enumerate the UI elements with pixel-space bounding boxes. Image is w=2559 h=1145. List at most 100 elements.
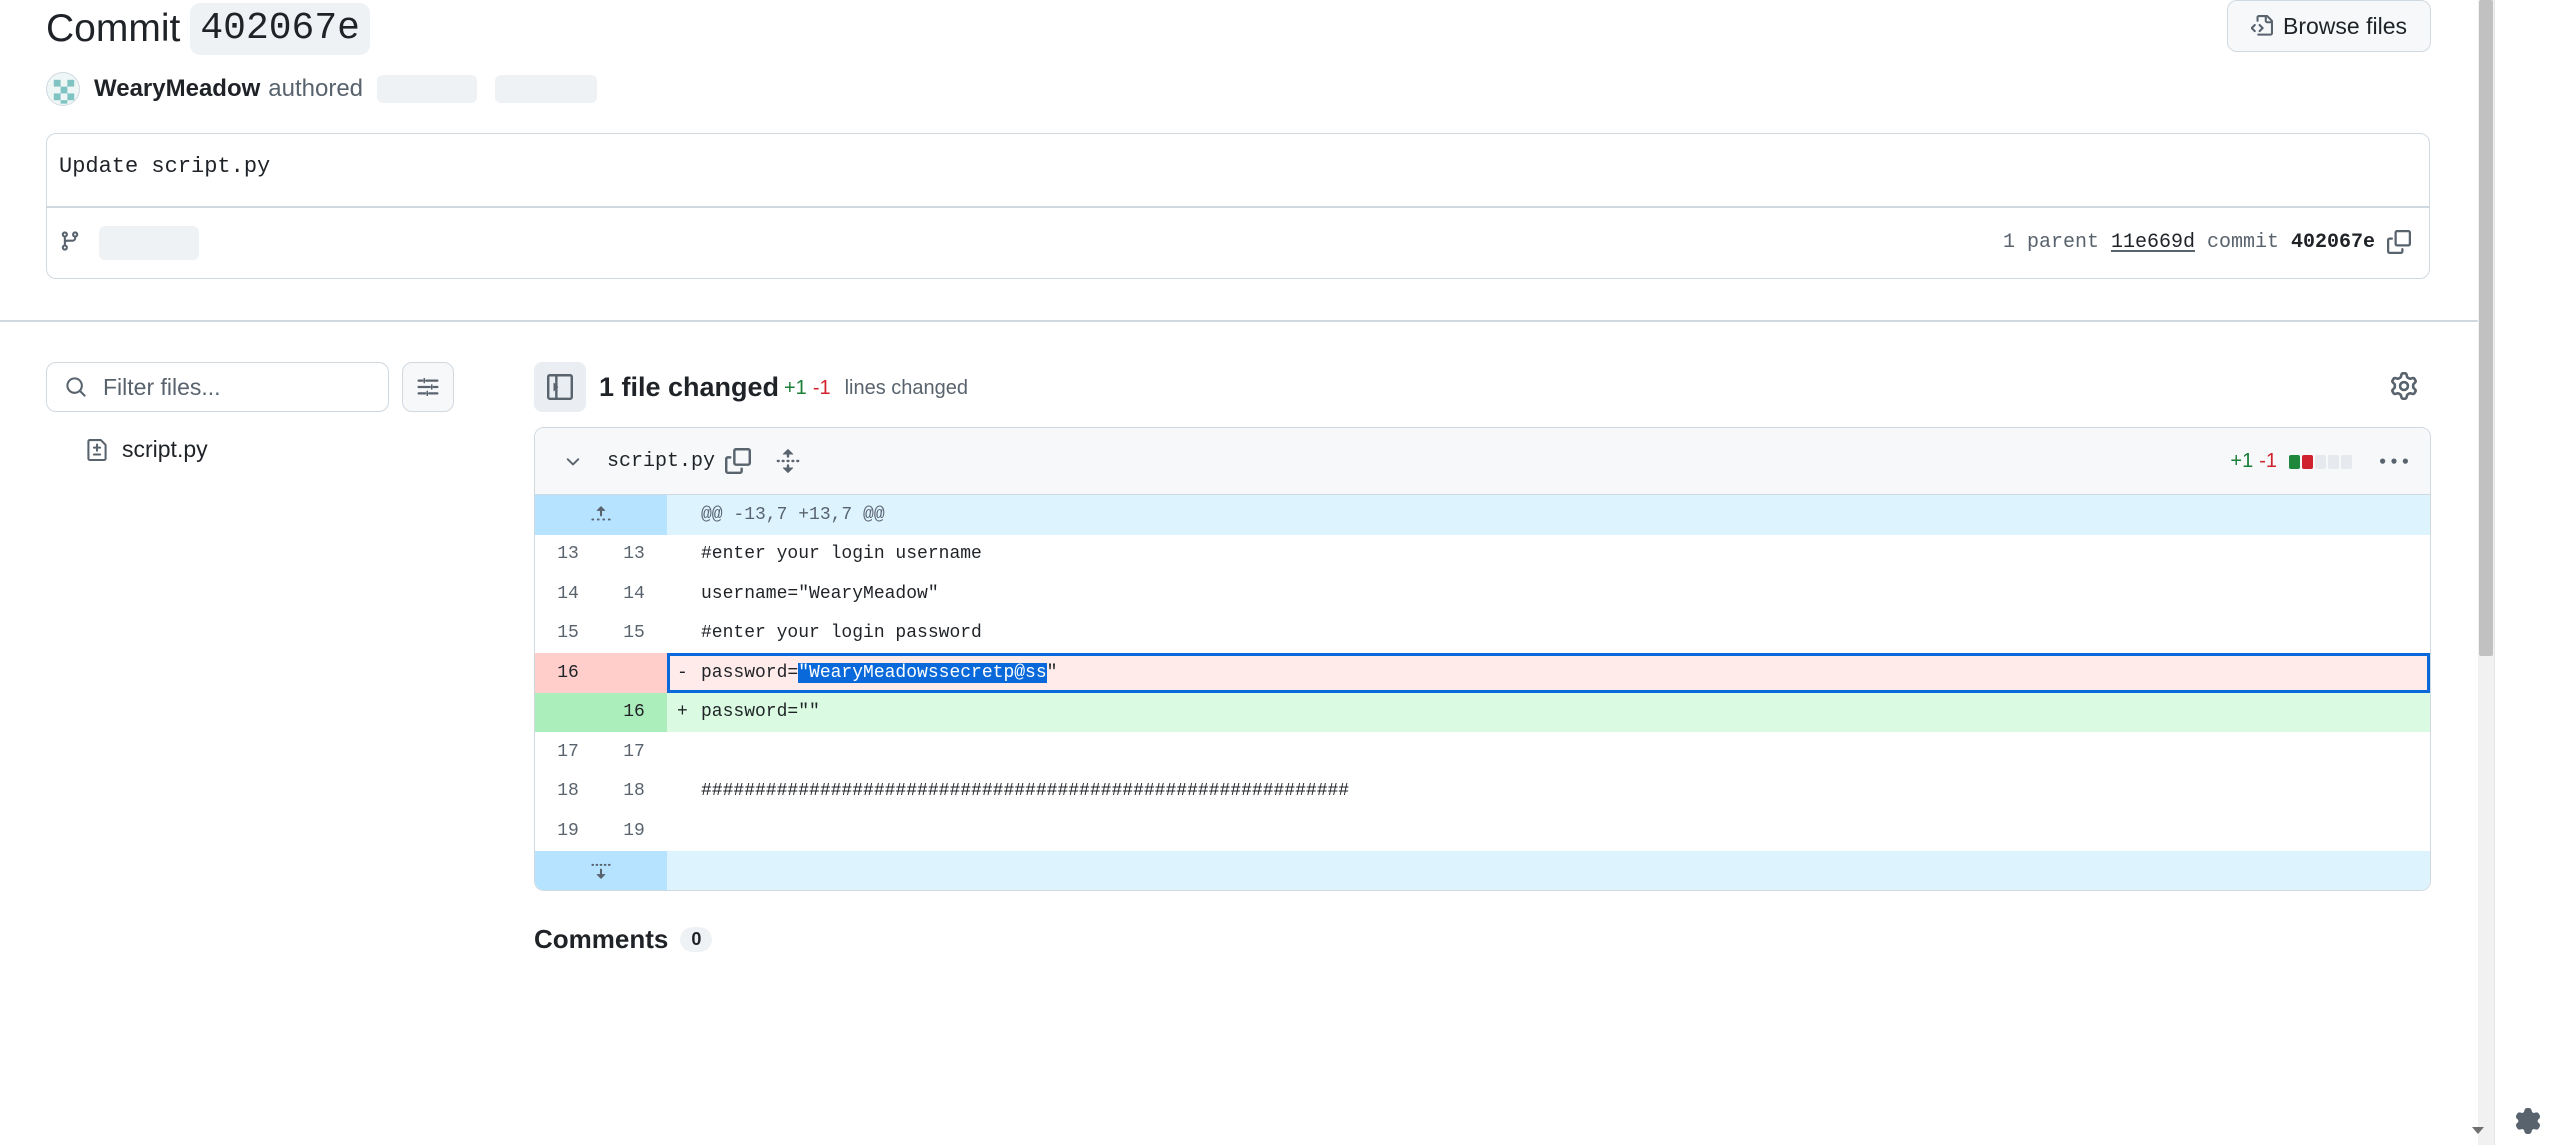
- chevron-down-icon[interactable]: [563, 452, 583, 472]
- new-line-number[interactable]: 19: [623, 820, 645, 841]
- filter-files-box[interactable]: [46, 362, 389, 412]
- diff-line-context: 19 19: [535, 811, 2430, 851]
- right-panel-edge: [2494, 0, 2559, 1145]
- new-line-number[interactable]: 16: [601, 692, 667, 732]
- expand-down-icon: [591, 864, 611, 880]
- author-row: WearyMeadow authored: [46, 72, 598, 106]
- scrollbar-thumb[interactable]: [2479, 0, 2493, 656]
- browse-files-label: Browse files: [2283, 12, 2407, 39]
- old-line-number[interactable]: 16: [535, 653, 601, 693]
- kebab-horizontal-icon[interactable]: [2380, 448, 2408, 476]
- expand-up-icon: [591, 505, 611, 521]
- authored-label: authored: [268, 75, 364, 102]
- diff-line-deletion: 16 -password="WearyMeadowssecretp@ss": [535, 653, 2430, 693]
- hunk-expander-row: [535, 850, 2430, 890]
- file-additions: +1: [2230, 450, 2254, 472]
- old-line-number[interactable]: 15: [557, 623, 579, 644]
- diff-line-context: 18 18 ##################################…: [535, 772, 2430, 812]
- old-line-number[interactable]: [535, 692, 601, 732]
- selected-text: "WearyMeadowssecretp@ss: [798, 662, 1047, 683]
- new-line-number[interactable]: [601, 653, 667, 693]
- diff-line-addition: 16 + password="": [535, 692, 2430, 732]
- old-line-number[interactable]: 18: [557, 781, 579, 802]
- scroll-down-arrow-icon[interactable]: [2470, 1122, 2486, 1138]
- commit-title-prefix: Commit: [46, 7, 181, 50]
- file-code-icon: [2251, 15, 2273, 36]
- file-deletions: -1: [2259, 450, 2277, 472]
- gear-icon[interactable]: [2515, 1108, 2541, 1134]
- diffstat-bar: [2289, 454, 2352, 469]
- parent-sha-link[interactable]: 11e669d: [2110, 230, 2195, 254]
- line-code-before: password=: [701, 662, 799, 683]
- diff-line-context: 14 14 username="WearyMeadow": [535, 574, 2430, 614]
- unfold-icon[interactable]: [775, 448, 801, 474]
- copy-icon[interactable]: [725, 448, 751, 474]
- old-line-number[interactable]: 14: [557, 583, 579, 604]
- line-code: password="": [701, 702, 820, 723]
- git-branch-icon: [61, 231, 79, 251]
- date-skeleton: [377, 75, 478, 103]
- diff-file-container: script.py +1 -1 @@ -13,7 +13,7 @@ 13 13 …: [534, 427, 2431, 891]
- line-code: ########################################…: [701, 781, 1350, 802]
- comments-count-badge: 0: [680, 927, 713, 952]
- old-line-number[interactable]: 19: [557, 820, 579, 841]
- additions-count: +1: [784, 377, 807, 399]
- commit-sha-badge: 402067e: [190, 3, 370, 55]
- sliders-icon: [417, 378, 439, 396]
- diff-file-name[interactable]: script.py: [607, 450, 716, 473]
- old-line-number[interactable]: 17: [557, 741, 579, 762]
- selected-line-code[interactable]: -password="WearyMeadowssecretp@ss": [667, 653, 2430, 693]
- new-line-number[interactable]: 18: [623, 781, 645, 802]
- browse-files-button[interactable]: Browse files: [2227, 0, 2431, 52]
- lines-changed-label: lines changed: [844, 377, 969, 399]
- parent-count-label: 1 parent: [2002, 230, 2099, 254]
- section-divider: [0, 320, 2490, 322]
- lines-changed-summary: +1 -1 lines changed: [784, 377, 968, 400]
- deletion-marker: -: [677, 662, 688, 683]
- author-name-link[interactable]: WearyMeadow: [94, 75, 261, 102]
- line-code: #enter your login password: [701, 623, 982, 644]
- hunk-header: @@ -13,7 +13,7 @@: [701, 504, 885, 525]
- comments-heading: Comments 0: [534, 924, 713, 955]
- commit-message: Update script.py: [59, 154, 271, 179]
- old-line-number[interactable]: 13: [557, 544, 579, 565]
- commit-sha: 402067e: [2290, 230, 2375, 254]
- diff-line-context: 17 17: [535, 732, 2430, 772]
- files-changed-heading: 1 file changed: [599, 372, 780, 402]
- avatar[interactable]: [46, 72, 80, 106]
- new-line-number[interactable]: 17: [623, 741, 645, 762]
- parent-info: 1 parent 11e669d commit 402067e: [2003, 230, 2411, 254]
- new-line-number[interactable]: 15: [623, 623, 645, 644]
- line-code: #enter your login username: [701, 544, 982, 565]
- divider: [47, 206, 2429, 208]
- expand-up-button[interactable]: [535, 495, 667, 535]
- diff-line-context: 13 13 #enter your login username: [535, 535, 2430, 575]
- sidebar-collapse-icon: [547, 374, 573, 400]
- page-title: Commit 402067e: [46, 2, 370, 56]
- file-tree-item[interactable]: script.py: [86, 436, 208, 463]
- new-line-number[interactable]: 13: [623, 544, 645, 565]
- verification-skeleton: [495, 75, 598, 103]
- filter-options-button[interactable]: [402, 362, 454, 412]
- deletions-count: -1: [812, 377, 831, 399]
- line-code: username="WearyMeadow": [701, 583, 939, 604]
- diff-line-context: 15 15 #enter your login password: [535, 614, 2430, 654]
- file-diff-icon: [87, 438, 107, 461]
- search-icon: [66, 377, 86, 397]
- hunk-header-row: @@ -13,7 +13,7 @@: [535, 495, 2430, 535]
- diff-file-stats: +1 -1: [2230, 450, 2352, 473]
- filter-files-input[interactable]: [101, 372, 365, 402]
- commit-label: commit: [2206, 230, 2279, 254]
- line-code-after: ": [1046, 662, 1058, 683]
- gear-icon[interactable]: [2390, 372, 2418, 400]
- toggle-file-tree-button[interactable]: [534, 362, 586, 412]
- copy-icon[interactable]: [2387, 230, 2411, 254]
- expand-down-button[interactable]: [535, 850, 667, 890]
- new-line-number[interactable]: 14: [623, 583, 645, 604]
- commit-message-box: Update script.py 1 parent 11e669d commit…: [46, 133, 2430, 279]
- addition-marker: +: [677, 702, 688, 723]
- diff-file-header: script.py +1 -1: [535, 428, 2430, 495]
- comments-title: Comments: [534, 924, 669, 954]
- file-tree-item-label: script.py: [122, 436, 208, 462]
- branch-skeleton: [99, 226, 199, 260]
